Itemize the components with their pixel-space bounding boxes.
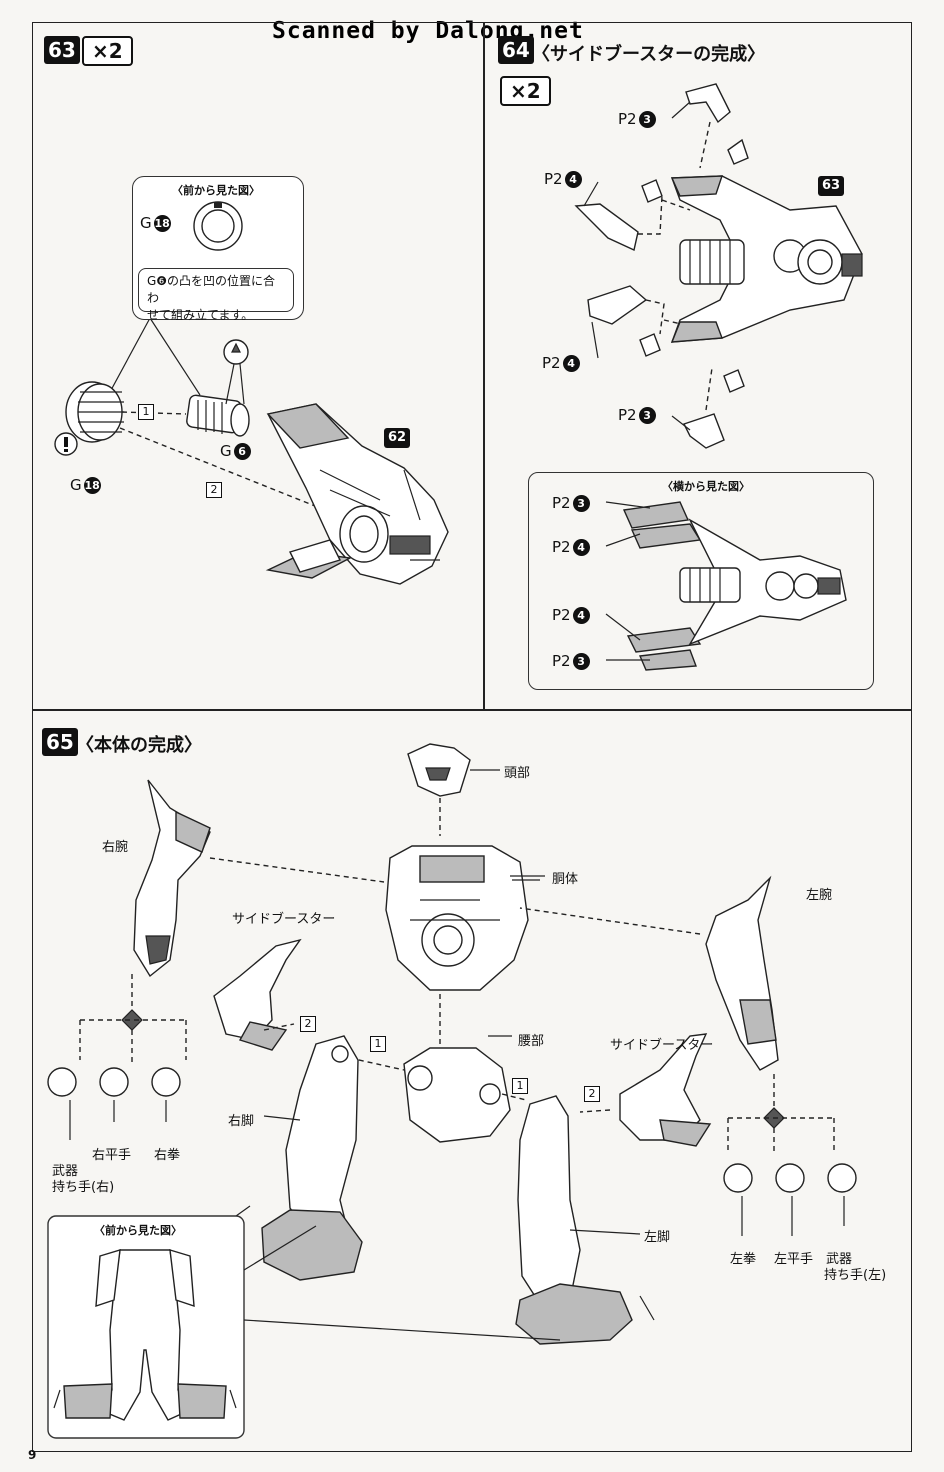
step64-drawing [574, 83, 863, 671]
ring-front-view-icon [193, 201, 243, 251]
label-torso: 胴体 [552, 872, 579, 887]
label-left-fist: 左拳 [730, 1252, 757, 1267]
step-63-panel [32, 22, 484, 710]
step-63-number: 63 [44, 36, 80, 64]
ref-step-62: 62 [384, 428, 411, 448]
step-64-panel [484, 22, 912, 710]
step-64-title: 〈サイドブースターの完成〉 [532, 44, 766, 65]
label-left-weapon-hand-1: 武器 [826, 1252, 853, 1267]
order-marker-2: 2 [206, 482, 222, 498]
label-right-fist: 右拳 [154, 1148, 181, 1163]
step-64-multiplier: ×2 [500, 76, 551, 106]
order-marker-2a: 1 [370, 1036, 386, 1052]
front-view-callout-title: 〈前から見た図〉 [172, 184, 260, 197]
step-64-number: 64 [498, 36, 534, 64]
label-right-leg: 右脚 [228, 1114, 255, 1129]
step-65-panel [32, 710, 912, 1452]
label-left-flat-hand: 左平手 [774, 1252, 814, 1267]
order-marker-1b: 1 [512, 1078, 528, 1094]
order-marker-2b: 2 [584, 1086, 600, 1102]
order-marker-1a: 2 [300, 1016, 316, 1032]
label-side-booster-right: サイドブースター [610, 1038, 714, 1053]
label-right-weapon-hand-2: 持ち手(右) [52, 1180, 115, 1195]
step-65-title: 〈本体の完成〉 [76, 735, 202, 756]
label-right-arm: 右腕 [102, 840, 129, 855]
step-63-multiplier: ×2 [82, 36, 133, 66]
side-view-box [528, 472, 874, 690]
order-marker-1: 1 [138, 404, 154, 420]
label-waist: 腰部 [518, 1034, 545, 1049]
label-side-booster-left: サイドブースター [232, 912, 336, 927]
step63-drawing [54, 317, 449, 585]
label-right-weapon-hand-1: 武器 [52, 1164, 79, 1179]
ref-step-63: 63 [818, 176, 845, 196]
label-left-weapon-hand-2: 持ち手(左) [824, 1268, 887, 1283]
label-left-arm: 左腕 [806, 888, 833, 903]
label-head: 頭部 [504, 766, 531, 781]
step-65-number: 65 [42, 728, 78, 756]
assembly-note: G❻の凸を凹の位置に合わ せて組み立てます。 [138, 268, 294, 322]
step65-drawing [47, 743, 857, 1439]
label-left-leg: 左脚 [644, 1230, 671, 1245]
side-view-title: 〈横から見た図〉 [662, 480, 750, 493]
front-view-title: 〈前から見た図〉 [94, 1224, 182, 1237]
page-number: 9 [28, 1448, 37, 1462]
label-right-flat-hand: 右平手 [92, 1148, 132, 1163]
